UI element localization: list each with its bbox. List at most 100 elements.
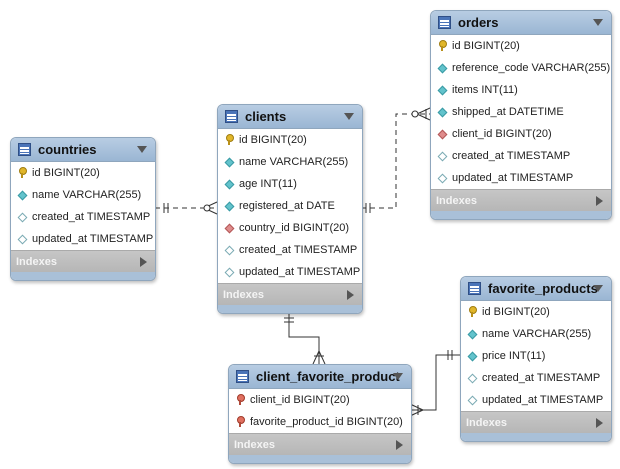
- table-icon: [236, 370, 249, 383]
- column-text: client_id BIGINT(20): [452, 128, 552, 140]
- nullable-diamond-icon: [223, 267, 235, 277]
- column-text: id BIGINT(20): [482, 306, 550, 318]
- collapse-caret-icon[interactable]: [593, 19, 603, 26]
- column-row[interactable]: client_id BIGINT(20): [431, 123, 611, 145]
- table-header[interactable]: clients: [218, 105, 362, 129]
- not-null-diamond-icon: [436, 107, 448, 117]
- column-text: reference_code VARCHAR(255): [452, 62, 611, 74]
- expand-triangle-icon[interactable]: [140, 257, 147, 267]
- not-null-diamond-icon: [223, 179, 235, 189]
- foreign-primary-key-icon: [234, 416, 246, 428]
- column-text: id BIGINT(20): [452, 40, 520, 52]
- column-row[interactable]: updated_at TIMESTAMP: [431, 167, 611, 189]
- column-text: updated_at TIMESTAMP: [239, 266, 361, 278]
- column-text: client_id BIGINT(20): [250, 394, 350, 406]
- column-row[interactable]: id BIGINT(20): [11, 162, 155, 184]
- indexes-section[interactable]: Indexes: [218, 283, 362, 305]
- table-icon: [225, 110, 238, 123]
- column-text: country_id BIGINT(20): [239, 222, 350, 234]
- table-header[interactable]: client_favorite_product: [229, 365, 411, 389]
- column-row[interactable]: name VARCHAR(255): [461, 323, 611, 345]
- expand-triangle-icon[interactable]: [596, 196, 603, 206]
- collapse-caret-icon[interactable]: [393, 373, 403, 380]
- column-row[interactable]: name VARCHAR(255): [218, 151, 362, 173]
- column-row[interactable]: id BIGINT(20): [218, 129, 362, 151]
- nullable-diamond-icon: [223, 245, 235, 255]
- table-icon: [468, 282, 481, 295]
- expand-triangle-icon[interactable]: [396, 440, 403, 450]
- indexes-label: Indexes: [16, 255, 57, 268]
- table-name: countries: [38, 142, 97, 157]
- table-favorite-products[interactable]: favorite_products id BIGINT(20) name VARC…: [460, 276, 612, 442]
- table-orders[interactable]: orders id BIGINT(20) reference_code VARCH…: [430, 10, 612, 220]
- indexes-label: Indexes: [466, 416, 507, 429]
- primary-key-icon: [436, 40, 448, 52]
- column-text: id BIGINT(20): [239, 134, 307, 146]
- column-text: price INT(11): [482, 350, 546, 362]
- table-header[interactable]: favorite_products: [461, 277, 611, 301]
- column-row[interactable]: updated_at TIMESTAMP: [218, 261, 362, 283]
- column-row[interactable]: price INT(11): [461, 345, 611, 367]
- expand-triangle-icon[interactable]: [347, 290, 354, 300]
- nullable-diamond-icon: [16, 212, 28, 222]
- column-row[interactable]: name VARCHAR(255): [11, 184, 155, 206]
- column-row[interactable]: id BIGINT(20): [461, 301, 611, 323]
- column-text: created_at TIMESTAMP: [239, 244, 358, 256]
- collapse-caret-icon[interactable]: [344, 113, 354, 120]
- column-row[interactable]: client_id BIGINT(20): [229, 389, 411, 411]
- rel-fp-cfp: [410, 354, 460, 411]
- column-row[interactable]: shipped_at DATETIME: [431, 101, 611, 123]
- indexes-section[interactable]: Indexes: [11, 250, 155, 272]
- table-header[interactable]: orders: [431, 11, 611, 35]
- nullable-diamond-icon: [436, 173, 448, 183]
- table-clients[interactable]: clients id BIGINT(20) name VARCHAR(255) ag…: [217, 104, 363, 314]
- column-text: name VARCHAR(255): [239, 156, 349, 168]
- table-name: favorite_products: [488, 281, 598, 296]
- table-header[interactable]: countries: [11, 138, 155, 162]
- column-text: name VARCHAR(255): [32, 189, 142, 201]
- nullable-diamond-icon: [16, 234, 28, 244]
- column-text: created_at TIMESTAMP: [482, 372, 601, 384]
- expand-triangle-icon[interactable]: [596, 418, 603, 428]
- column-row[interactable]: reference_code VARCHAR(255): [431, 57, 611, 79]
- column-text: items INT(11): [452, 84, 518, 96]
- indexes-section[interactable]: Indexes: [431, 189, 611, 211]
- indexes-section[interactable]: Indexes: [229, 433, 411, 455]
- table-icon: [438, 16, 451, 29]
- column-row[interactable]: created_at TIMESTAMP: [461, 367, 611, 389]
- not-null-diamond-icon: [436, 85, 448, 95]
- primary-key-icon: [466, 306, 478, 318]
- column-row[interactable]: country_id BIGINT(20): [218, 217, 362, 239]
- column-row[interactable]: id BIGINT(20): [431, 35, 611, 57]
- column-row[interactable]: registered_at DATE: [218, 195, 362, 217]
- column-row[interactable]: created_at TIMESTAMP: [218, 239, 362, 261]
- column-row[interactable]: created_at TIMESTAMP: [11, 206, 155, 228]
- not-null-diamond-icon: [223, 201, 235, 211]
- table-client-favorite-product[interactable]: client_favorite_product client_id BIGINT…: [228, 364, 412, 464]
- rel-clients-orders: [361, 113, 430, 209]
- column-row[interactable]: favorite_product_id BIGINT(20): [229, 411, 411, 433]
- column-text: created_at TIMESTAMP: [452, 150, 571, 162]
- collapse-caret-icon[interactable]: [137, 146, 147, 153]
- foreign-primary-key-icon: [234, 394, 246, 406]
- column-text: updated_at TIMESTAMP: [482, 394, 604, 406]
- indexes-label: Indexes: [234, 438, 275, 451]
- column-row[interactable]: items INT(11): [431, 79, 611, 101]
- column-text: updated_at TIMESTAMP: [452, 172, 574, 184]
- column-text: age INT(11): [239, 178, 297, 190]
- not-null-diamond-icon: [466, 351, 478, 361]
- column-row[interactable]: created_at TIMESTAMP: [431, 145, 611, 167]
- collapse-caret-icon[interactable]: [593, 285, 603, 292]
- table-name: client_favorite_product: [256, 369, 400, 384]
- not-null-diamond-icon: [466, 329, 478, 339]
- table-countries[interactable]: countries id BIGINT(20) name VARCHAR(255)…: [10, 137, 156, 281]
- nullable-diamond-icon: [466, 395, 478, 405]
- column-row[interactable]: updated_at TIMESTAMP: [11, 228, 155, 250]
- rel-clients-cfp: [288, 311, 320, 364]
- column-row[interactable]: age INT(11): [218, 173, 362, 195]
- foreign-key-diamond-icon: [223, 223, 235, 233]
- indexes-section[interactable]: Indexes: [461, 411, 611, 433]
- indexes-label: Indexes: [223, 288, 264, 301]
- nullable-diamond-icon: [436, 151, 448, 161]
- column-row[interactable]: updated_at TIMESTAMP: [461, 389, 611, 411]
